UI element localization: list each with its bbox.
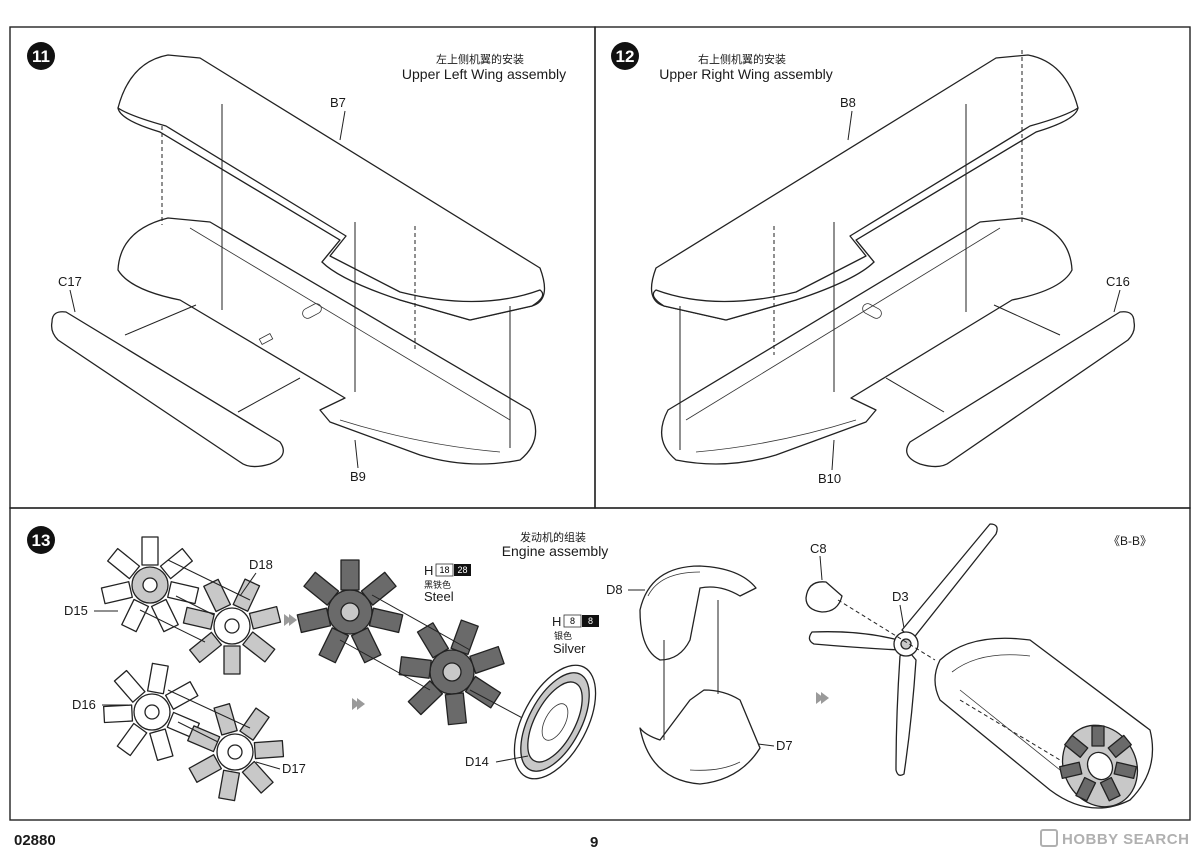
label-b7: B7 bbox=[330, 95, 346, 110]
paint-steel-num1: 18 bbox=[439, 565, 449, 575]
section-label-bb: 《B-B》 bbox=[1108, 534, 1152, 548]
page-number: 9 bbox=[590, 834, 599, 851]
label-c17: C17 bbox=[58, 274, 82, 289]
step-11-badge bbox=[27, 42, 55, 70]
paint-steel-code: H bbox=[424, 563, 433, 578]
paint-silver-num2: 8 bbox=[588, 616, 593, 626]
wing-part-b9 bbox=[117, 217, 537, 465]
ring-part-d14 bbox=[513, 664, 597, 780]
step-11-title-cn: 左上侧机翼的安装 bbox=[436, 52, 524, 66]
paint-silver-code: H bbox=[552, 614, 561, 629]
engine-in-cowling bbox=[934, 637, 1154, 809]
cylinder-bank-d15-d18 bbox=[100, 536, 282, 675]
flow-arrow-2 bbox=[352, 698, 365, 710]
step-12-panel: 12 右上侧机翼的安装 Upper Right Wing assembly B8… bbox=[594, 26, 1191, 509]
step-13-panel: 13 发动机的组装 Engine assembly 《B-B》 bbox=[9, 507, 1191, 821]
flow-arrow-3 bbox=[816, 692, 829, 704]
label-d3: D3 bbox=[892, 589, 909, 604]
step-11-number: 11 bbox=[32, 47, 50, 66]
label-d15: D15 bbox=[64, 603, 88, 618]
product-code: 02880 bbox=[14, 832, 56, 849]
cowling-part-d8 bbox=[639, 565, 757, 661]
step-11-title-en: Upper Left Wing assembly bbox=[402, 66, 566, 82]
step-13-title-cn: 发动机的组装 bbox=[520, 530, 586, 544]
step-11-panel: 11 左上侧机翼的安装 Upper Left Wing assembly B7 … bbox=[9, 26, 596, 509]
aileron-part-c17 bbox=[50, 311, 284, 468]
step-12-title-cn: 右上侧机翼的安装 bbox=[698, 52, 786, 66]
cylinder-bank-d16-d17 bbox=[102, 662, 285, 802]
engine-rear-assembled bbox=[339, 594, 546, 731]
wing-part-b7 bbox=[117, 54, 546, 321]
label-c8: C8 bbox=[810, 541, 827, 556]
label-d14: D14 bbox=[465, 754, 489, 769]
paint-steel-name-cn: 黑铁色 bbox=[424, 579, 451, 591]
step-13-number: 13 bbox=[32, 531, 51, 550]
spinner-part-c8 bbox=[805, 581, 843, 613]
label-d7: D7 bbox=[776, 738, 793, 753]
watermark-text: HOBBY SEARCH bbox=[1062, 831, 1190, 848]
label-c16: C16 bbox=[1106, 274, 1130, 289]
label-b8: B8 bbox=[840, 95, 856, 110]
label-d8: D8 bbox=[606, 582, 623, 597]
aileron-part-c16 bbox=[906, 311, 1136, 468]
paint-steel-num2: 28 bbox=[457, 565, 467, 575]
label-d17: D17 bbox=[282, 761, 306, 776]
paint-silver-num1: 8 bbox=[570, 616, 575, 626]
label-b10: B10 bbox=[818, 471, 841, 486]
wing-part-b8 bbox=[650, 54, 1079, 321]
step-12-title-en: Upper Right Wing assembly bbox=[659, 66, 833, 82]
step-13-border bbox=[9, 507, 1191, 821]
paint-steel-name-en: Steel bbox=[424, 589, 454, 604]
cowling-part-d7 bbox=[639, 689, 761, 785]
engine-front-assembled bbox=[296, 559, 404, 664]
paint-silver-name-cn: 银色 bbox=[554, 630, 572, 642]
flow-arrow-1 bbox=[284, 614, 297, 626]
paint-callout-steel: H 18 28 黑铁色 Steel bbox=[424, 563, 471, 604]
paint-silver-name-en: Silver bbox=[553, 641, 586, 656]
watermark-hobby-search: HOBBY SEARCH bbox=[1040, 829, 1189, 848]
label-b9: B9 bbox=[350, 469, 366, 484]
step-12-number: 12 bbox=[616, 47, 635, 66]
step-13-badge bbox=[27, 526, 55, 554]
watermark-logo-icon bbox=[1040, 829, 1058, 847]
paint-callout-silver: H 8 8 银色 Silver bbox=[552, 614, 599, 656]
label-d18: D18 bbox=[249, 557, 273, 572]
step-12-badge bbox=[611, 42, 639, 70]
step-13-title-en: Engine assembly bbox=[502, 543, 609, 559]
wing-part-b10 bbox=[660, 217, 1073, 465]
label-d16: D16 bbox=[72, 697, 96, 712]
